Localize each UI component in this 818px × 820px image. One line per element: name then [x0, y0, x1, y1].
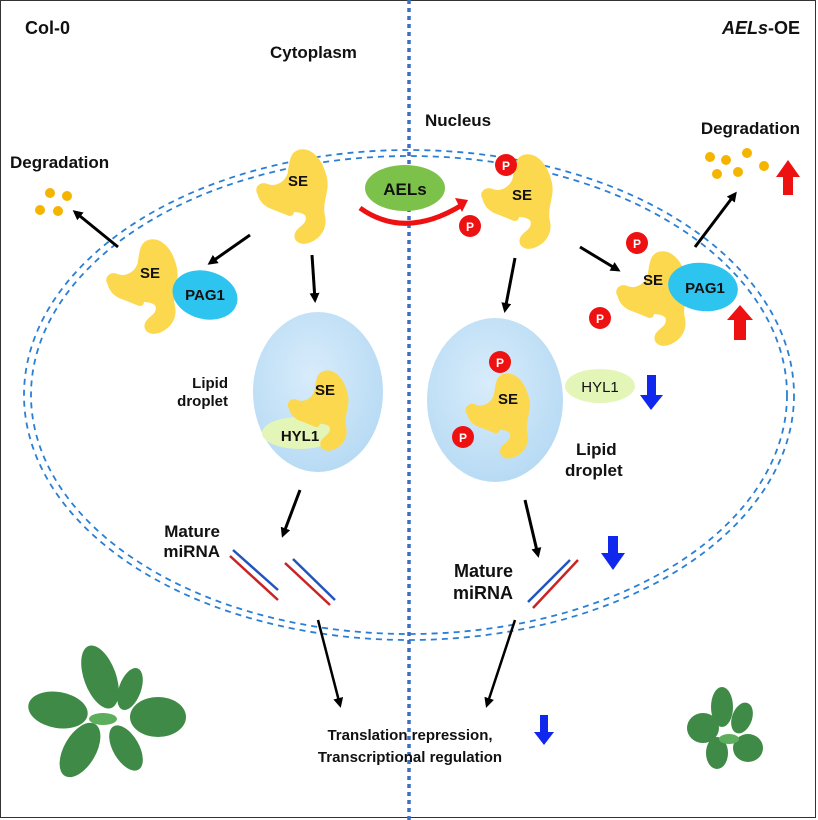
- arrow-mirna-to-output-left: [316, 619, 344, 708]
- phospho-group: P: [452, 426, 474, 448]
- up-arrow-pag1: [727, 305, 753, 340]
- degradation-fragments-left: [35, 188, 72, 216]
- label-aels-italic: AELs: [721, 18, 768, 38]
- phospho-group: P: [459, 215, 481, 237]
- arrow-to-degradation-left: [72, 210, 119, 249]
- aels-arrowhead: [455, 198, 468, 212]
- svg-text:P: P: [496, 356, 504, 370]
- se-protein-free-left: [257, 150, 327, 243]
- arrow-se-to-pag1-left: [207, 233, 251, 265]
- label-col0: Col-0: [25, 18, 70, 38]
- mirna-duplex-left-1: [229, 549, 279, 601]
- plant-rosette-col0: [28, 645, 186, 778]
- svg-text:P: P: [596, 312, 604, 326]
- arrow-droplet-to-mirna-right: [523, 499, 542, 558]
- se-label-free-right: SE: [512, 187, 532, 204]
- pag1-right: [668, 262, 738, 312]
- label-mirna-left: miRNA: [163, 542, 220, 561]
- label-degradation-right: Degradation: [701, 119, 800, 138]
- arrow-se-to-pag1-right: [579, 245, 621, 272]
- down-arrow-mirna: [601, 536, 625, 570]
- hyl1-label-right: HYL1: [581, 379, 619, 396]
- svg-text:P: P: [633, 237, 641, 251]
- se-label-bound-left: SE: [140, 265, 160, 282]
- pag1-left: [172, 270, 238, 320]
- arrow-droplet-to-mirna-left: [280, 489, 302, 538]
- label-oe-suffix: -OE: [768, 18, 800, 38]
- up-arrow-degradation: [776, 160, 800, 195]
- label-aels-oe: AELs-OE: [721, 18, 800, 38]
- aels-label: AELs: [383, 180, 426, 199]
- hyl1-free-right: [565, 369, 635, 403]
- label-mirna-right: miRNA: [453, 583, 513, 603]
- nuclear-envelope-inner: [30, 155, 788, 635]
- hyl1-label-droplet-left: HYL1: [281, 428, 319, 445]
- degradation-fragments-right: [705, 148, 769, 179]
- aels-phosphorylation-arrow: [358, 202, 464, 226]
- plant-rosette-aels-oe: [687, 687, 763, 769]
- label-lipid-droplet-right: Lipid: [576, 440, 617, 459]
- label-cytoplasm: Cytoplasm: [270, 43, 357, 62]
- label-lipid-droplet-right-2: droplet: [565, 461, 623, 480]
- arrow-se-to-droplet-right: [501, 257, 517, 313]
- se-label-droplet-left: SE: [315, 382, 335, 399]
- se-label-bound-right: SE: [643, 272, 663, 289]
- se-label-droplet-right: SE: [498, 391, 518, 408]
- phospho-group: P: [589, 307, 611, 329]
- svg-text:P: P: [502, 159, 510, 173]
- se-protein-bound-left: [107, 240, 177, 333]
- label-mature-mirna-left: Mature: [164, 522, 220, 541]
- down-arrow-hyl1: [640, 375, 663, 410]
- output-line-1: Translation repression,: [327, 727, 492, 744]
- phospho-group: P: [626, 232, 648, 254]
- se-label-free-left: SE: [288, 173, 308, 190]
- arrow-mirna-to-output-right: [484, 619, 517, 708]
- label-mature-mirna-right: Mature: [454, 561, 513, 581]
- label-nucleus: Nucleus: [425, 111, 491, 130]
- pag1-label-left: PAG1: [185, 287, 225, 304]
- mirna-duplex-left-2: [284, 558, 336, 606]
- svg-text:P: P: [459, 431, 467, 445]
- down-arrow-output: [534, 715, 554, 745]
- arrow-to-degradation-right: [693, 191, 737, 248]
- pag1-label-right: PAG1: [685, 280, 725, 297]
- phospho-group: P: [489, 351, 511, 373]
- label-lipid-droplet-left: Lipid: [192, 375, 228, 392]
- mirna-duplex-right: [527, 559, 579, 609]
- output-line-2: Transcriptional regulation: [318, 749, 502, 766]
- label-degradation-left: Degradation: [10, 153, 109, 172]
- arrow-se-to-droplet-left: [309, 254, 320, 303]
- aels-protein: [365, 165, 445, 211]
- phospho-group: P: [495, 154, 517, 176]
- svg-text:P: P: [466, 220, 474, 234]
- label-lipid-droplet-left-2: droplet: [177, 393, 228, 410]
